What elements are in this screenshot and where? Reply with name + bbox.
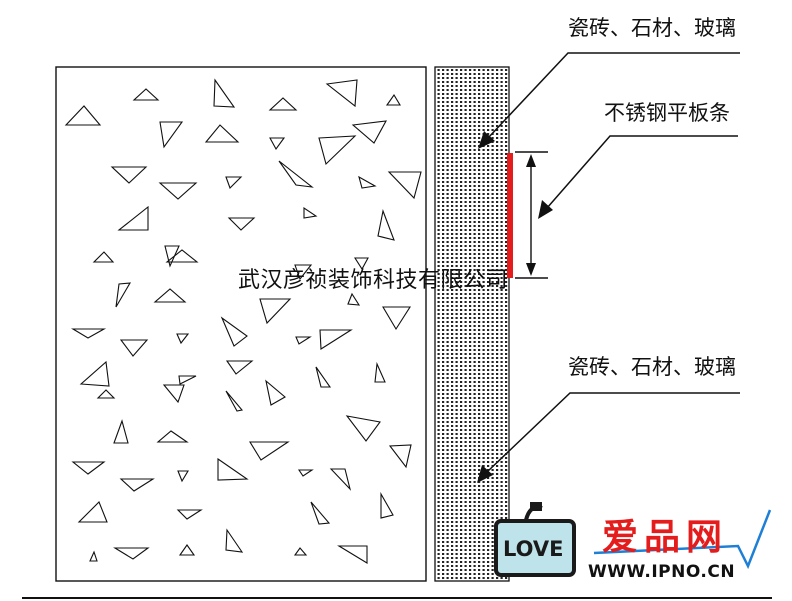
terrazzo-chips: [64, 78, 422, 564]
arrow-bottom: [477, 465, 493, 483]
terrazzo-chip: [269, 137, 286, 151]
terrazzo-chip: [176, 509, 203, 520]
swoosh-mark: [593, 509, 772, 570]
terrazzo-chip: [319, 329, 353, 350]
terrazzo-chip: [71, 328, 107, 339]
terrazzo-chip: [347, 292, 361, 306]
terrazzo-chip: [110, 166, 148, 184]
terrazzo-chip: [249, 441, 290, 461]
terrazzo-chip: [117, 205, 149, 231]
terrazzo-chip: [77, 501, 108, 523]
brand-url: WWW.IPNO.CN: [588, 562, 736, 582]
leader-top: [487, 52, 740, 139]
terrazzo-chip: [353, 257, 369, 271]
terrazzo-chip: [310, 501, 331, 525]
terrazzo-chip: [119, 339, 149, 357]
terrazzo-chip: [358, 175, 377, 189]
terrazzo-chip: [225, 360, 254, 375]
terrazzo-chip: [293, 547, 308, 556]
terrazzo-chip: [79, 360, 110, 387]
terrazzo-chip: [278, 160, 314, 188]
terrazzo-chip: [220, 316, 248, 347]
terrazzo-chip: [156, 430, 189, 443]
terrazzo-chip: [382, 306, 412, 331]
terrazzo-chip: [92, 251, 115, 263]
label-strip: 不锈钢平板条: [604, 101, 730, 125]
terrazzo-chip: [265, 379, 286, 406]
terrazzo-chip: [345, 415, 381, 442]
terrazzo-chip: [217, 457, 249, 481]
terrazzo-chip: [387, 171, 422, 200]
terrazzo-panel: [55, 66, 427, 582]
stainless-strip: [507, 153, 513, 278]
terrazzo-chip: [295, 336, 312, 345]
terrazzo-chip: [225, 528, 244, 553]
leader-strip: [546, 135, 738, 209]
terrazzo-chip: [64, 105, 102, 126]
terrazzo-chip: [303, 206, 318, 219]
terrazzo-chip: [96, 389, 116, 399]
label-tile-bottom: 瓷砖、石材、玻璃: [568, 355, 736, 379]
terrazzo-chip: [329, 468, 352, 491]
terrazzo-chip: [162, 384, 185, 404]
label-tile-top: 瓷砖、石材、玻璃: [568, 16, 736, 40]
terrazzo-chip: [259, 298, 292, 325]
terrazzo-chip: [227, 217, 256, 231]
terrazzo-chip: [385, 93, 401, 106]
terrazzo-chip: [225, 176, 243, 189]
terrazzo-chip: [153, 288, 187, 303]
terrazzo-chip: [71, 461, 106, 475]
terrazzo-chip: [213, 78, 236, 108]
terrazzo-chip: [178, 375, 197, 385]
terrazzo-chip: [178, 544, 196, 556]
terrazzo-chip: [315, 366, 332, 388]
terrazzo-chip: [318, 135, 357, 166]
terrazzo-chip: [132, 88, 160, 101]
terrazzo-chip: [337, 545, 368, 564]
arrow-strip: [538, 200, 553, 219]
leader-lines: [477, 52, 740, 483]
terrazzo-chip: [119, 478, 155, 492]
terrazzo-chip: [377, 209, 395, 241]
love-badge-logo: [494, 502, 576, 577]
terrazzo-chip: [294, 264, 313, 281]
perforated-panel: [434, 66, 510, 582]
terrazzo-chip: [225, 390, 244, 412]
terrazzo-chip: [165, 249, 199, 263]
terrazzo-chip: [113, 547, 150, 560]
terrazzo-chip: [204, 124, 240, 143]
terrazzo-chip: [159, 121, 184, 149]
terrazzo-chip: [297, 469, 314, 477]
terrazzo-chip: [158, 182, 198, 200]
terrazzo-chip: [374, 361, 386, 383]
leader-bottom: [486, 392, 740, 473]
terrazzo-chip: [113, 419, 129, 444]
terrazzo-chip: [388, 444, 412, 469]
dimension-marker: [515, 151, 548, 279]
terrazzo-chip: [115, 282, 132, 308]
terrazzo-chip: [177, 470, 189, 483]
terrazzo-chip: [89, 550, 98, 562]
terrazzo-chip: [325, 79, 358, 108]
terrazzo-chip: [380, 491, 394, 519]
terrazzo-chip: [268, 97, 298, 111]
terrazzo-chip: [351, 120, 387, 144]
arrow-top: [478, 131, 495, 149]
company-watermark: 武汉彦祯装饰科技有限公司: [238, 268, 509, 293]
badge-text: LOVE: [503, 537, 564, 561]
terrazzo-chip: [176, 333, 190, 345]
brand-name: 爱品网: [602, 517, 729, 558]
